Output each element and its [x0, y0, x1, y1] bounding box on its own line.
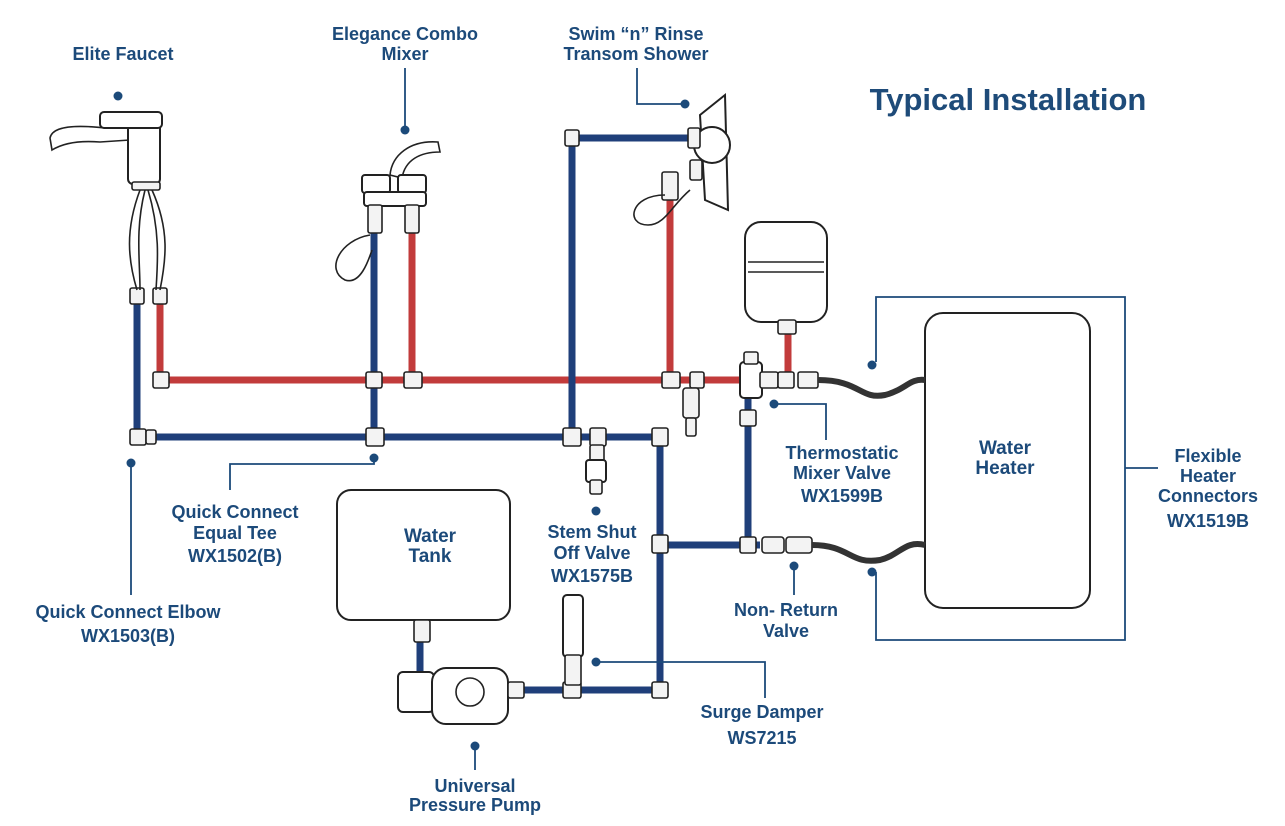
label-tee-1: Quick Connect	[171, 502, 298, 522]
label-stem-3: WX1575B	[551, 566, 633, 586]
label-tee-3: WX1502(B)	[188, 546, 282, 566]
label-elite-faucet: Elite Faucet	[72, 44, 173, 64]
expansion-vessel	[744, 221, 828, 335]
hot-water-pipes	[156, 200, 792, 384]
label-nonreturn-2: Valve	[763, 621, 809, 641]
label-flex-3: Connectors	[1158, 486, 1258, 506]
label-swim-rinse-2: Transom Shower	[563, 44, 708, 64]
water-tank-label-2: Tank	[409, 546, 452, 567]
label-combo-mixer-1: Elegance Combo	[332, 24, 478, 44]
label-elbow-2: WX1503(B)	[81, 626, 175, 646]
diagram-title: Typical Installation	[870, 82, 1147, 117]
water-heater: Water Heater	[924, 312, 1091, 609]
label-combo-mixer-2: Mixer	[381, 44, 428, 64]
label-swim-rinse-1: Swim “n” Rinse	[568, 24, 703, 44]
water-tank-label-1: Water	[404, 526, 457, 547]
thermostatic-mixer-valve	[682, 351, 819, 437]
elegance-combo-mixer	[335, 141, 441, 282]
label-thermo-3: WX1599B	[801, 486, 883, 506]
label-stem-2: Off Valve	[553, 543, 630, 563]
label-surge-1: Surge Damper	[700, 702, 823, 722]
label-thermo-2: Mixer Valve	[793, 463, 891, 483]
label-elbow-1: Quick Connect Elbow	[35, 602, 221, 622]
stem-shut-off-valve	[585, 444, 607, 495]
flexible-heater-connectors	[811, 296, 1158, 641]
label-pump-2: Pressure Pump	[409, 795, 541, 815]
label-flex-1: Flexible	[1174, 446, 1241, 466]
water-tank: Water Tank	[336, 489, 511, 643]
label-pump-1: Universal	[434, 776, 515, 796]
water-heater-label-1: Water	[979, 438, 1032, 459]
elite-faucet	[49, 111, 166, 291]
label-stem-1: Stem Shut	[547, 522, 636, 542]
universal-pressure-pump	[397, 667, 525, 725]
callout-labels: Elite Faucet Elegance Combo Mixer Swim “…	[35, 24, 1258, 815]
water-heater-label-2: Heater	[975, 458, 1035, 479]
surge-damper	[562, 594, 584, 686]
pipe-fittings	[129, 129, 757, 699]
transom-shower	[633, 92, 731, 226]
label-tee-2: Equal Tee	[193, 523, 277, 543]
leader-lines	[113, 68, 877, 770]
label-thermo-1: Thermostatic	[785, 443, 898, 463]
label-flex-2: Heater	[1180, 466, 1236, 486]
label-surge-2: WS7215	[727, 728, 796, 748]
label-flex-4: WX1519B	[1167, 511, 1249, 531]
label-nonreturn-1: Non- Return	[734, 600, 838, 620]
non-return-valve	[761, 536, 813, 554]
